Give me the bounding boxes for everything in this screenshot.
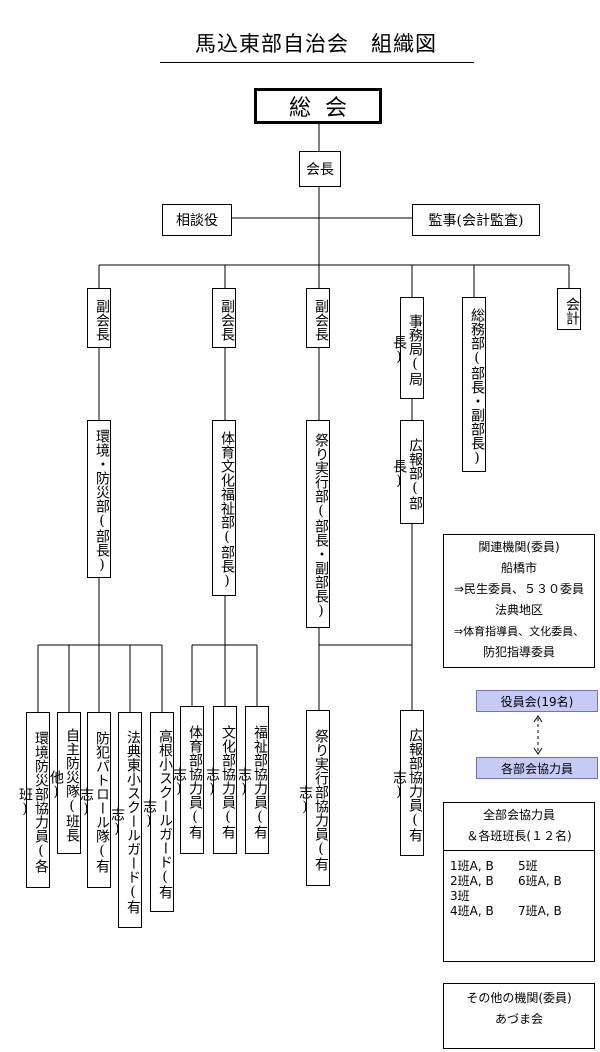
related-organizations-box: 関連機関(委員) 船橋市 ⇒民生委員、５３０委員 法典地区 ⇒体育指導員、文化委…	[443, 534, 595, 668]
group-item	[518, 889, 562, 904]
other-heading: その他の機関(委員)	[466, 991, 572, 1005]
hokuten-school-guard-box: 法典東小スクールガード(有志)	[109, 712, 142, 928]
group-item: 1班A, B	[450, 859, 494, 873]
group-list-right: 5班 6班A, B 7班A, B	[518, 859, 562, 919]
related-line: ⇒民生委員、５３０委員	[453, 582, 585, 596]
culture-members-box: 文化部協力員(有志)	[204, 706, 237, 854]
sports-members-box: 体育部協力員(有志)	[171, 706, 204, 854]
auditor-box: 監事(会計監査)	[412, 204, 540, 236]
all-members-heading: 全部会協力員	[482, 808, 555, 822]
all-members-subheading: ＆各班班長(１２名)	[466, 829, 572, 843]
chair-box: 会長	[299, 151, 341, 187]
other-item: あづま会	[494, 1012, 543, 1026]
pr-dept-box: 広報部(部長)	[391, 420, 424, 524]
group-item: 3班	[450, 889, 470, 903]
advisor-box: 相談役	[162, 204, 232, 236]
festival-dept-box: 祭り実行部(部長・副部長)	[306, 420, 330, 628]
related-line: 船橋市	[500, 561, 537, 575]
secretariat-box: 事務局(局長)	[391, 297, 424, 399]
env-disaster-members-box: 環境防災部協力員(各班)	[17, 712, 50, 888]
officers-council-box: 役員会(19名)	[476, 690, 598, 712]
page-title: 馬込東部自治会 組織図	[195, 32, 437, 56]
dept-members-box: 各部会協力員	[476, 757, 598, 779]
vice-chair-1-box: 副会長	[87, 288, 111, 348]
disaster-squad-box: 自主防災隊(班長他)	[48, 712, 81, 854]
vice-chair-3-box: 副会長	[306, 288, 330, 348]
pr-members-box: 広報部協力員(有志)	[391, 710, 424, 856]
related-line: 防犯指導委員	[482, 645, 555, 659]
related-line: ⇒体育指導員、文化委員、	[453, 625, 585, 638]
other-organizations-box: その他の機関(委員) あづま会	[443, 983, 595, 1049]
sports-culture-welfare-dept-box: 体育文化福祉部(部長)	[212, 420, 236, 596]
treasurer-box: 会計	[557, 288, 581, 330]
group-list-left: 1班A, B 2班A, B 3班 4班A, B	[450, 859, 494, 919]
title-underline	[160, 62, 474, 63]
crime-patrol-box: 防犯パトロール隊(有志)	[78, 712, 111, 888]
group-item: 6班A, B	[518, 874, 562, 888]
group-item: 7班A, B	[518, 904, 562, 918]
welfare-members-box: 福祉部協力員(有志)	[236, 706, 269, 854]
general-affairs-box: 総務部(部長・副部長)	[462, 297, 486, 472]
related-heading: 関連機関(委員)	[478, 540, 560, 554]
vice-chair-2-box: 副会長	[212, 288, 236, 348]
group-item: 2班A, B	[450, 874, 494, 888]
related-line: 法典地区	[494, 603, 543, 617]
takane-school-guard-box: 高根小スクールガード(有志)	[141, 712, 174, 912]
env-disaster-dept-box: 環境・防災部(部長)	[87, 420, 111, 578]
group-item: 5班	[518, 859, 538, 873]
all-members-divider	[444, 850, 594, 851]
group-item: 4班A, B	[450, 904, 494, 918]
festival-members-box: 祭り実行部協力員(有志)	[297, 710, 330, 886]
general-assembly-box: 総会	[254, 88, 382, 124]
all-dept-members-box: 全部会協力員 ＆各班班長(１２名) 1班A, B 2班A, B 3班 4班A, …	[443, 802, 595, 962]
